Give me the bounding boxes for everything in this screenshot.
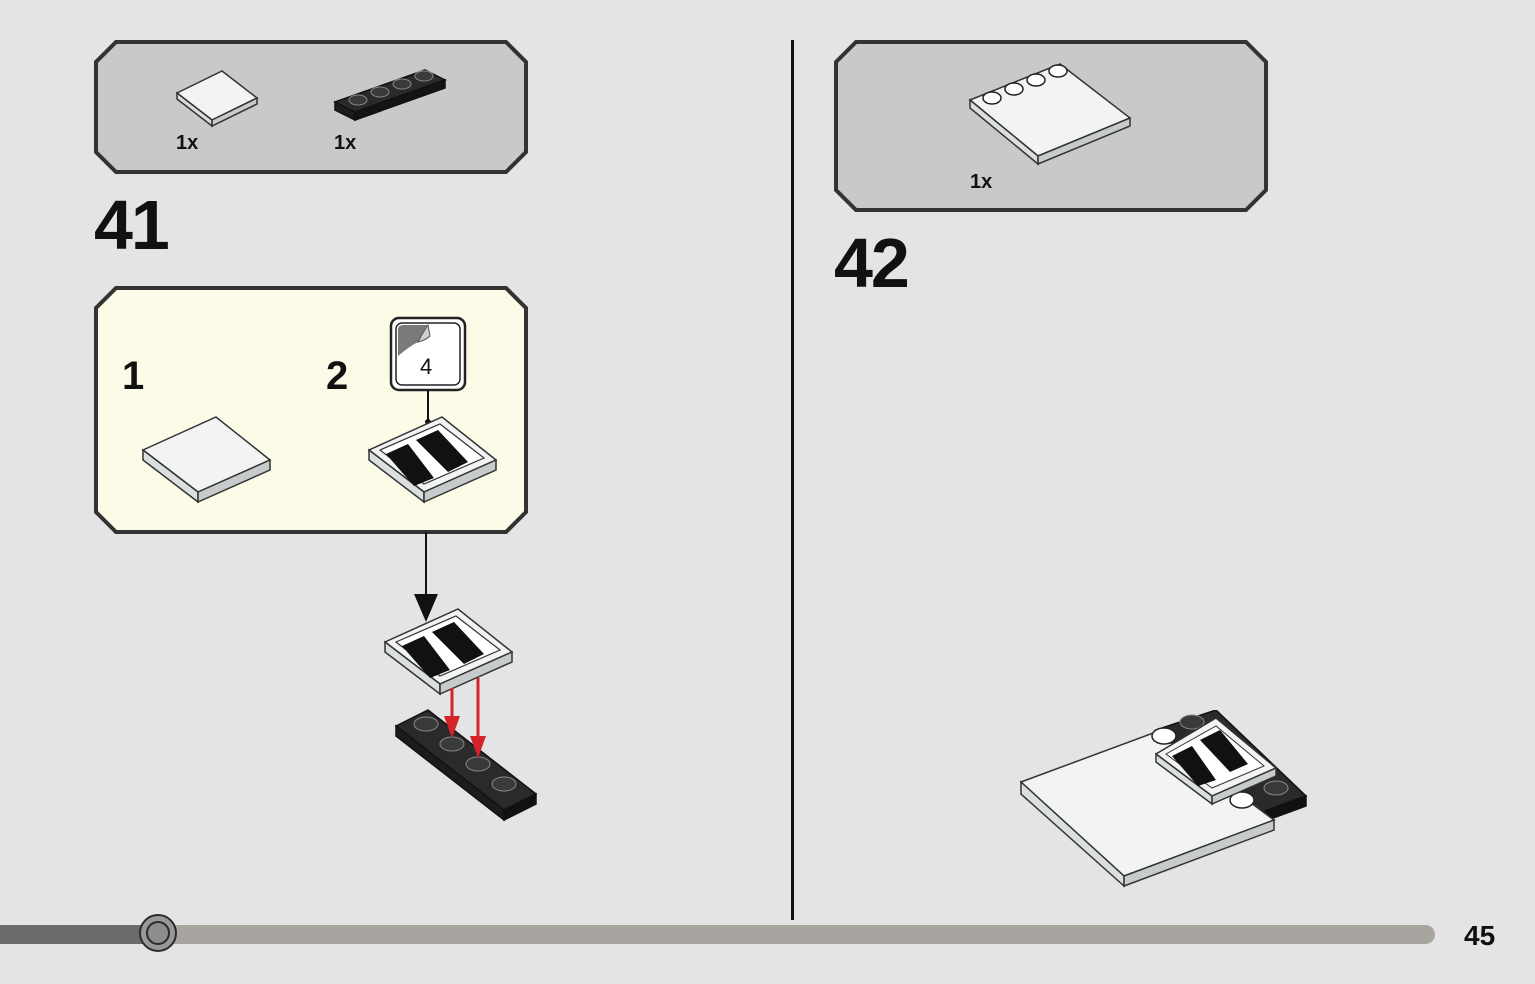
page-divider (791, 40, 794, 920)
progress-knob-icon (138, 914, 177, 952)
substep-number: 1 (122, 354, 145, 398)
down-arrow-icon (414, 532, 438, 622)
sticker-number: 4 (420, 354, 433, 379)
progress-fill (0, 925, 158, 944)
step-number: 42 (834, 224, 910, 302)
stickered-tile-icon (367, 416, 498, 504)
part-quantity: 1x (176, 132, 199, 154)
substep-number: 2 (326, 354, 349, 398)
page-number: 45 (1464, 920, 1496, 951)
black-plate-part-icon (333, 69, 447, 122)
parts-callout-step-41 (94, 40, 528, 174)
white-tile-4x4-part-icon (968, 63, 1132, 166)
step-number: 41 (94, 186, 170, 264)
white-tile-icon (141, 416, 272, 504)
progress-track (0, 925, 1435, 944)
assembly-tile-on-plate-icon (383, 608, 538, 822)
white-tile-part-icon (175, 70, 259, 128)
part-quantity: 1x (334, 132, 357, 154)
part-quantity: 1x (970, 171, 993, 193)
sticker-callout-icon (389, 316, 467, 425)
assembly-step-42-icon (1019, 710, 1308, 888)
